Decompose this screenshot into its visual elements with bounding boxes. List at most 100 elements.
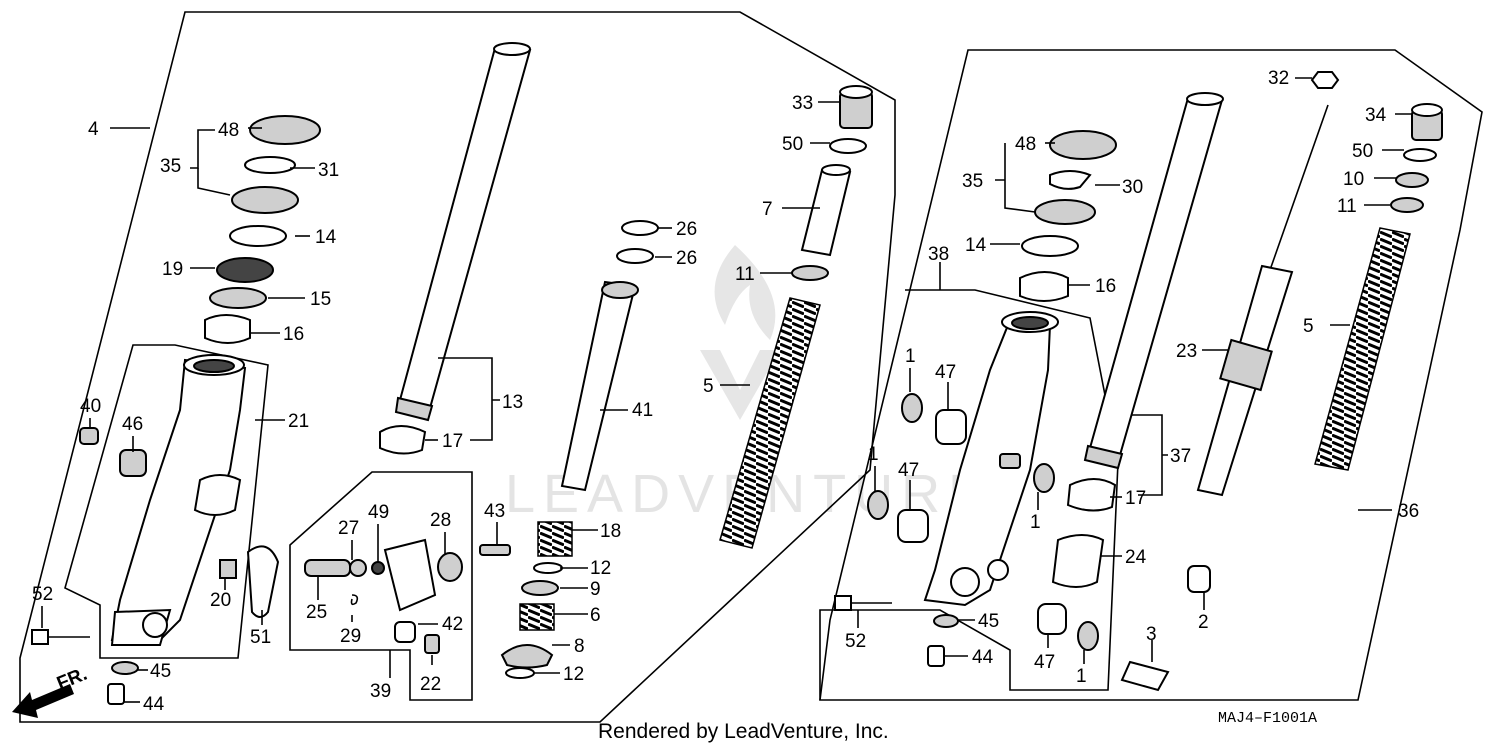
- callout-49: 49: [368, 502, 389, 523]
- dust-seal: [249, 115, 321, 145]
- callout-13: 13: [502, 392, 523, 413]
- footer-credit: Rendered by LeadVenture, Inc.: [598, 720, 889, 743]
- screw: [424, 634, 440, 654]
- bottom-case-group-frame: [64, 344, 269, 659]
- callout-17-right: 17: [1125, 488, 1146, 509]
- callout-14: 14: [315, 227, 337, 248]
- sealing-washer: [111, 661, 139, 675]
- left-fork-assembly: [19, 11, 896, 723]
- callout-48: 48: [218, 120, 239, 141]
- callout-31: 31: [318, 160, 339, 181]
- spring-seat-washer: [791, 265, 829, 281]
- callout-21: 21: [288, 411, 309, 432]
- callout-47-c: 47: [1034, 652, 1055, 673]
- callout-44-right: 44: [972, 647, 994, 668]
- small-collar: [1187, 565, 1211, 593]
- callout-18: 18: [600, 521, 621, 542]
- rebound-washer-lower: [616, 248, 654, 264]
- collar-lower: [1037, 603, 1067, 635]
- collar-upper: [935, 409, 967, 445]
- back-up-ring: [216, 257, 274, 283]
- leader-lines: [41, 77, 1412, 703]
- callout-5-right: 5: [1303, 316, 1314, 337]
- callout-6: 6: [590, 605, 601, 626]
- spring-clip: [350, 594, 359, 606]
- right-callouts: 32 34 48 35 30 50 10 11 14 38 16 5 23 1 …: [845, 68, 1419, 687]
- callout-14-right: 14: [965, 235, 987, 256]
- callout-16: 16: [283, 324, 304, 345]
- callout-28: 28: [430, 510, 451, 531]
- callout-44: 44: [143, 694, 165, 715]
- lock-nut: [1310, 71, 1340, 89]
- callout-46: 46: [122, 414, 143, 435]
- callout-50: 50: [782, 134, 803, 155]
- fork-spring: [719, 297, 821, 549]
- left-assembly-frame: [19, 11, 896, 723]
- fork-cap-bolt: [839, 85, 873, 129]
- collar-middle: [897, 509, 929, 543]
- pivot-spacer: [1120, 660, 1170, 692]
- right-spacer-washer: [1395, 172, 1429, 188]
- callout-52-right: 52: [845, 631, 866, 652]
- right-fork-assembly: [819, 49, 1483, 701]
- callout-23: 23: [1176, 341, 1197, 362]
- callout-27: 27: [338, 518, 359, 539]
- callout-36: 36: [1398, 501, 1419, 522]
- callout-42: 42: [442, 614, 463, 635]
- callout-26-lower: 26: [676, 248, 697, 269]
- cover-plate: [383, 538, 437, 612]
- piston: [394, 621, 416, 643]
- callout-45-right: 45: [978, 611, 999, 632]
- right-fork-tube: [1083, 92, 1224, 470]
- callout-38: 38: [928, 244, 949, 265]
- socket-bolt: [31, 629, 90, 645]
- callout-9: 9: [590, 579, 601, 600]
- callout-5: 5: [703, 376, 714, 397]
- check-ball: [371, 561, 385, 575]
- oil-seal: [231, 186, 299, 214]
- seal-washer: [229, 225, 287, 247]
- callout-3: 3: [1146, 624, 1157, 645]
- right-drain-bolt: [927, 645, 945, 667]
- callout-48-right: 48: [1015, 134, 1036, 155]
- plug-small: [999, 453, 1021, 469]
- callout-32: 32: [1268, 68, 1289, 89]
- callout-51: 51: [250, 627, 271, 648]
- right-socket-bolt: [834, 595, 892, 611]
- right-fork-cap-bolt: [1411, 103, 1443, 141]
- o-ring: [829, 138, 867, 154]
- right-fork-slider: [923, 311, 1059, 607]
- right-stopper-ring: [1049, 170, 1092, 190]
- fork-tube: [394, 42, 532, 422]
- piece-8: [500, 644, 554, 669]
- callout-17: 17: [442, 431, 463, 452]
- callout-50-right: 50: [1352, 141, 1373, 162]
- callout-33: 33: [792, 93, 813, 114]
- front-direction-arrow: FR.: [12, 664, 90, 718]
- callout-34: 34: [1365, 105, 1387, 126]
- callout-22: 22: [420, 674, 441, 695]
- small-cap: [79, 427, 99, 445]
- bearing-middle-right: [1033, 463, 1055, 493]
- callout-35: 35: [160, 156, 181, 177]
- damper-rod: [560, 280, 639, 492]
- right-assembly-frame: [819, 49, 1483, 701]
- callout-39: 39: [370, 681, 391, 702]
- callout-12-upper: 12: [590, 558, 611, 579]
- spring-6: [519, 603, 555, 631]
- callout-35-right: 35: [962, 171, 983, 192]
- group-39-frame: [289, 471, 473, 701]
- fork-slider: [110, 354, 247, 646]
- callout-1-b: 1: [868, 444, 879, 465]
- callout-11-right: 11: [1337, 196, 1357, 217]
- callout-52: 52: [32, 584, 53, 605]
- drain-bolt: [107, 683, 125, 705]
- right-dust-seal: [1049, 130, 1117, 160]
- guide-bushing: [209, 287, 267, 309]
- fork-bolt: [219, 559, 237, 579]
- callout-4: 4: [88, 119, 99, 140]
- callout-15: 15: [310, 289, 331, 310]
- callout-24: 24: [1125, 547, 1147, 568]
- plug: [437, 552, 463, 582]
